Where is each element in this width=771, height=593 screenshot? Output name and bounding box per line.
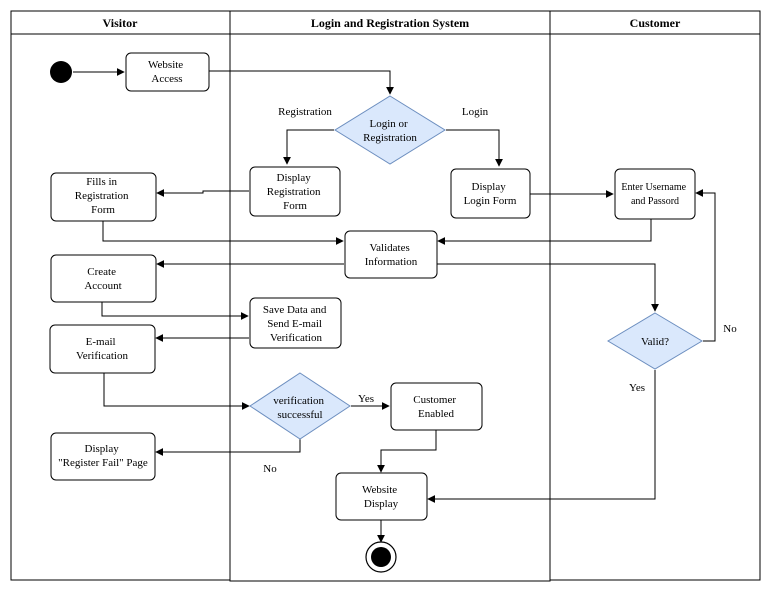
label-login-or-registration: Login or Registration bbox=[363, 118, 417, 144]
node-customer-enabled-box bbox=[390, 382, 483, 431]
label-line: Login Form bbox=[464, 195, 517, 207]
edge-label-no-valid: No bbox=[723, 323, 737, 335]
label-line: Website bbox=[148, 59, 183, 71]
label-line: Create bbox=[87, 266, 116, 278]
edge-email-to-verification bbox=[103, 373, 250, 410]
node-create-account-box bbox=[50, 254, 157, 303]
lane-title-visitor: Visitor bbox=[103, 16, 139, 30]
label-line: Access bbox=[151, 73, 182, 85]
label-line: Website bbox=[362, 484, 397, 496]
node-valid-diamond bbox=[607, 312, 703, 370]
label-line: Validates bbox=[369, 242, 409, 254]
edge-label-no-verification: No bbox=[263, 463, 277, 475]
node-fills-registration-form-box bbox=[50, 172, 157, 222]
label-line: verification bbox=[273, 395, 324, 407]
node-website-access-box bbox=[125, 52, 210, 92]
node-display-registration-form-box bbox=[249, 166, 341, 217]
edge-access-to-decision bbox=[209, 70, 394, 95]
edge-create-to-save bbox=[101, 302, 249, 320]
edge-regform-to-fills bbox=[156, 189, 249, 197]
lane-title-customer: Customer bbox=[630, 16, 681, 30]
label-website-access: Website Access bbox=[148, 59, 186, 85]
label-line: Save Data and bbox=[263, 304, 327, 316]
label-line: Display bbox=[472, 181, 507, 193]
label-line: Display bbox=[277, 172, 312, 184]
label-line: Information bbox=[365, 256, 418, 268]
label-line: Display bbox=[85, 443, 120, 455]
edge-label-registration: Registration bbox=[278, 106, 332, 118]
edges bbox=[73, 68, 716, 543]
edge-valid-no-to-enter bbox=[695, 189, 716, 342]
label-validates-information: Validates Information bbox=[365, 242, 418, 268]
label-line: Registration bbox=[363, 132, 417, 144]
label-display-login-form: Display Login Form bbox=[464, 181, 517, 207]
decision-nodes bbox=[249, 95, 703, 440]
label-valid: Valid? bbox=[641, 336, 669, 348]
edge-fills-to-validate bbox=[102, 221, 344, 245]
label-line: Form bbox=[283, 200, 307, 212]
label-line: successful bbox=[277, 409, 322, 421]
label-line: Valid? bbox=[641, 336, 669, 348]
edge-label-yes-verification: Yes bbox=[358, 393, 374, 405]
edge-validate-to-valid bbox=[437, 263, 659, 312]
label-create-account: Create Account bbox=[84, 266, 121, 292]
label-line: "Register Fail" Page bbox=[58, 457, 148, 469]
label-customer-enabled: Customer Enabled bbox=[413, 394, 459, 420]
node-login-or-registration-diamond bbox=[334, 95, 446, 165]
edge-decision-to-regform bbox=[283, 129, 334, 165]
label-line: Registration bbox=[267, 186, 321, 198]
label-display-registration-form: Display Registration Form bbox=[267, 172, 324, 212]
node-display-login-form-box bbox=[450, 168, 531, 219]
label-line: Registration bbox=[75, 190, 129, 202]
label-line: Customer bbox=[413, 394, 456, 406]
node-register-fail-box bbox=[50, 432, 156, 481]
label-save-data: Save Data and Send E-mail Verification bbox=[263, 304, 329, 344]
label-line: Account bbox=[84, 280, 121, 292]
edge-enabled-to-display bbox=[377, 430, 437, 473]
edge-enter-to-validate bbox=[437, 219, 652, 245]
start-node bbox=[50, 61, 72, 83]
edge-label-login: Login bbox=[462, 106, 489, 118]
label-register-fail: Display "Register Fail" Page bbox=[58, 443, 148, 469]
edge-label-yes-valid: Yes bbox=[629, 382, 645, 394]
label-line: Fills in bbox=[86, 176, 117, 188]
label-fills-registration-form: Fills in Registration Form bbox=[75, 176, 132, 216]
edge-decision-to-loginform bbox=[446, 129, 503, 167]
label-line: Display bbox=[364, 498, 399, 510]
node-verification-successful-diamond bbox=[249, 372, 351, 440]
edge-verification-no-to-fail bbox=[155, 439, 301, 456]
label-email-verification: E-mail Verification bbox=[76, 336, 128, 362]
lane-title-system: Login and Registration System bbox=[311, 16, 469, 30]
label-line: Form bbox=[91, 204, 115, 216]
label-verification-successful: verification successful bbox=[273, 395, 326, 421]
label-line: and Passord bbox=[631, 196, 679, 207]
edge-valid-yes-to-display bbox=[427, 370, 656, 503]
label-line: Verification bbox=[76, 350, 128, 362]
node-enter-username-box bbox=[614, 168, 696, 220]
label-line: Enter Username bbox=[621, 182, 686, 193]
label-line: Login or bbox=[370, 118, 409, 130]
label-line: Send E-mail bbox=[267, 318, 322, 330]
node-save-data-box bbox=[249, 297, 342, 349]
node-validates-information-box bbox=[344, 230, 438, 279]
label-website-display: Website Display bbox=[362, 484, 400, 510]
label-enter-username: Enter Username and Passord bbox=[621, 182, 688, 207]
node-website-display-box bbox=[335, 472, 428, 521]
label-line: Verification bbox=[270, 332, 322, 344]
node-email-verification-box bbox=[49, 324, 156, 374]
end-node bbox=[365, 541, 397, 573]
label-line: Enabled bbox=[418, 408, 455, 420]
label-line: E-mail bbox=[86, 336, 116, 348]
